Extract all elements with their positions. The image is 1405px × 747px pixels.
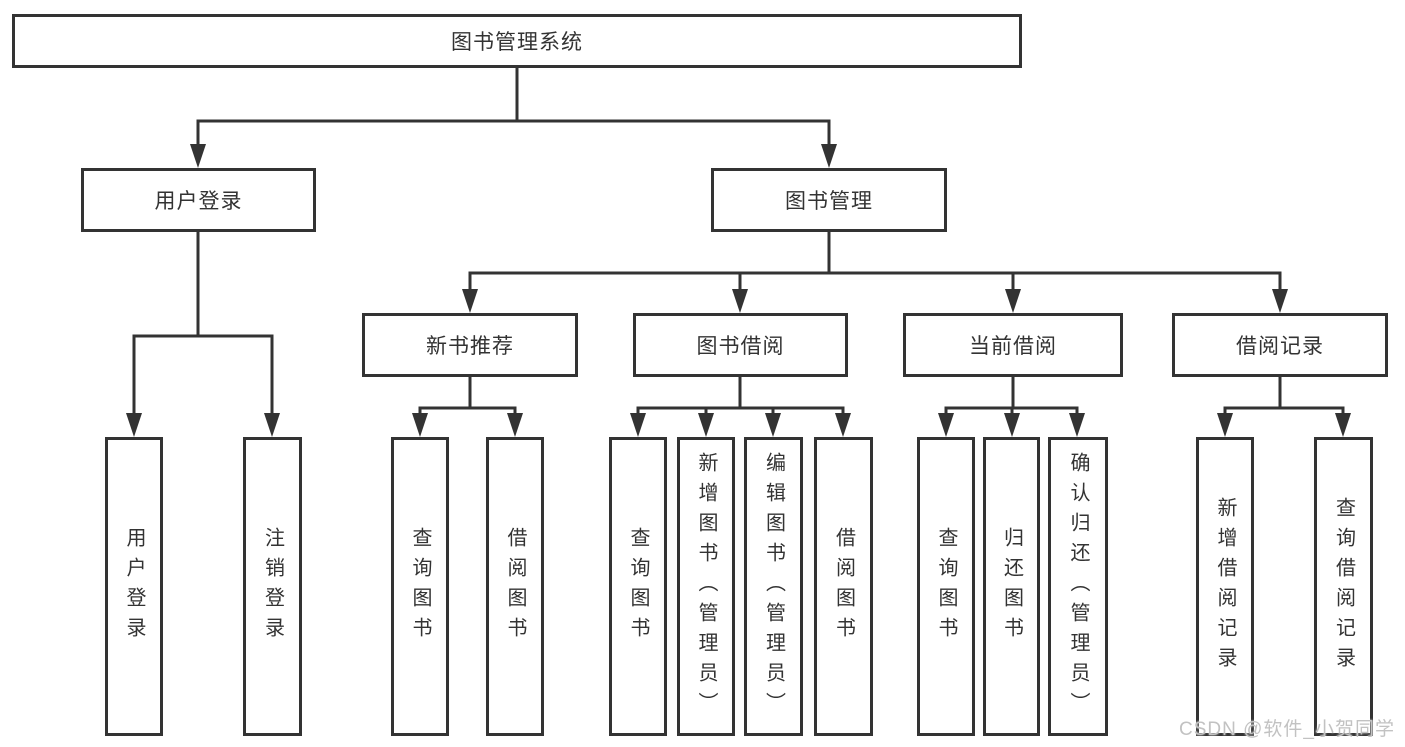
node-label: 归还图书 xyxy=(1000,526,1023,647)
node-label: 借阅图书 xyxy=(504,526,526,647)
node-label: 查询图书 xyxy=(935,526,957,647)
node-book-borrowing: 图书借阅 xyxy=(633,313,848,377)
node-label: 用户登录 xyxy=(154,190,243,213)
node-borrow-books-borrowing: 借阅图书 xyxy=(814,437,873,736)
node-add-borrow-record: 新增借阅记录 xyxy=(1196,437,1254,736)
node-label: 新增借阅记录 xyxy=(1214,496,1236,677)
node-label: 借阅记录 xyxy=(1236,335,1324,358)
node-label: 查询图书 xyxy=(627,526,649,647)
node-label: 查询借阅记录 xyxy=(1332,496,1355,677)
connector-book-management-branch xyxy=(462,232,1288,313)
node-label: 图书管理 xyxy=(785,190,873,213)
node-query-books-borrowing: 查询图书 xyxy=(609,437,667,736)
node-logout: 注销登录 xyxy=(243,437,302,736)
node-query-books-current: 查询图书 xyxy=(917,437,975,736)
node-query-borrow-record: 查询借阅记录 xyxy=(1314,437,1373,736)
node-book-management: 图书管理 xyxy=(711,168,947,232)
node-return-books: 归还图书 xyxy=(983,437,1040,736)
node-label: 确认归还（管理员） xyxy=(1067,451,1089,722)
node-new-book-recommendation: 新书推荐 xyxy=(362,313,578,377)
node-label: 图书管理系统 xyxy=(451,31,583,54)
connector-book-borrow-branch xyxy=(630,377,851,437)
node-user-login: 用户登录 xyxy=(105,437,163,736)
node-label: 查询图书 xyxy=(409,526,431,647)
node-add-books-admin: 新增图书（管理员） xyxy=(677,437,735,736)
node-edit-books-admin: 编辑图书（管理员） xyxy=(744,437,803,736)
node-label: 图书借阅 xyxy=(696,335,785,358)
node-label: 注销登录 xyxy=(261,526,284,647)
connector-borrow-records-branch xyxy=(1217,377,1351,437)
node-query-books-recommend: 查询图书 xyxy=(391,437,449,736)
node-confirm-return-admin: 确认归还（管理员） xyxy=(1048,437,1108,736)
node-label: 用户登录 xyxy=(123,526,145,647)
node-current-borrowing: 当前借阅 xyxy=(903,313,1123,377)
node-label: 编辑图书（管理员） xyxy=(762,451,785,722)
node-label: 借阅图书 xyxy=(832,526,855,647)
connector-root-to-level2 xyxy=(190,68,837,168)
node-borrow-books-recommend: 借阅图书 xyxy=(486,437,544,736)
node-library-management-system: 图书管理系统 xyxy=(12,14,1022,68)
node-label: 新增图书（管理员） xyxy=(695,451,717,722)
connector-new-book-branch xyxy=(412,377,523,437)
node-label: 新书推荐 xyxy=(426,335,514,358)
node-borrowing-records: 借阅记录 xyxy=(1172,313,1388,377)
connector-user-login-branch xyxy=(126,232,280,437)
connector-current-borrow-branch xyxy=(938,377,1085,437)
node-user-login-group: 用户登录 xyxy=(81,168,316,232)
csdn-watermark: CSDN @软件_小贺同学 xyxy=(1179,719,1395,740)
node-label: 当前借阅 xyxy=(969,335,1057,358)
